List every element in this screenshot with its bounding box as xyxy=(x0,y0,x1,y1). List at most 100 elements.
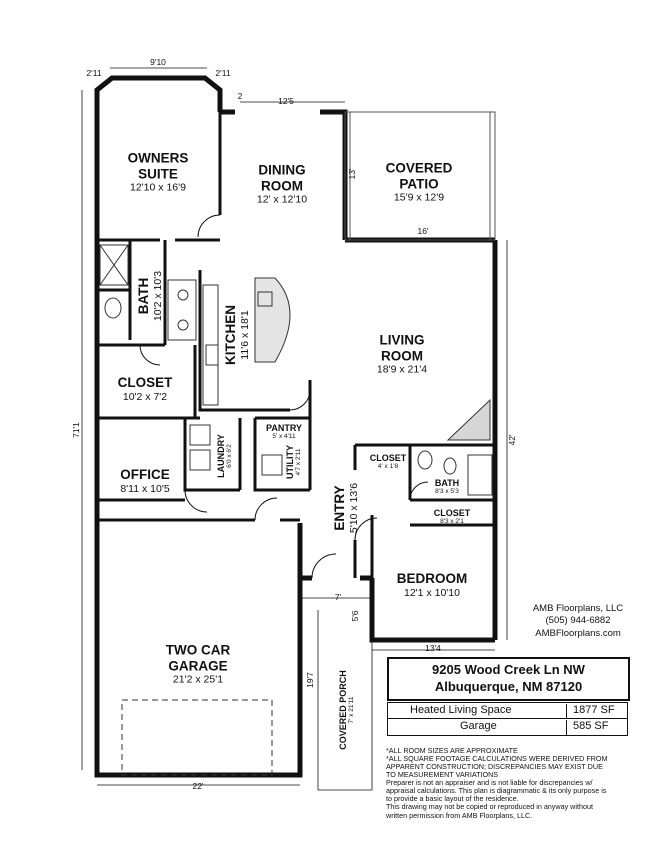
dim-overall-left: 71'1 xyxy=(71,422,81,438)
company-website: AMBFloorplans.com xyxy=(535,627,621,639)
room-name: ROOM xyxy=(260,177,303,193)
room-size: 8'3 x 5'3 xyxy=(435,488,459,496)
room-name: BATH xyxy=(136,277,152,315)
room-garage: TWO CAR GARAGE 21'2 x 25'1 xyxy=(166,642,231,685)
note-line: written permission from AMB Floorplans, … xyxy=(386,810,533,820)
room-closet-small: CLOSET 4' x 1'8 xyxy=(370,453,407,471)
room-name: OFFICE xyxy=(120,467,170,483)
room-entry: ENTRY 5'10 x 13'6 xyxy=(332,483,360,533)
room-size: 12'1 x 10'10 xyxy=(404,586,460,599)
dimension-lines xyxy=(81,67,508,791)
room-name: ENTRY xyxy=(332,485,348,531)
room-name: OWNERS xyxy=(127,150,189,166)
dim-bedroom-width: 13'4 xyxy=(425,643,441,653)
room-name: CLOSET xyxy=(369,453,407,464)
company-name: AMB Floorplans, LLC xyxy=(532,603,624,614)
room-name: COVERED PORCH xyxy=(338,670,349,750)
room-size: 12'10 x 16'9 xyxy=(130,181,186,194)
dim-garage-width: 22' xyxy=(192,781,204,791)
disclaimer-notes: *ALL ROOM SIZES ARE APPROXIMATE *ALL SQU… xyxy=(386,746,636,820)
area-label: Garage xyxy=(460,720,497,732)
room-size: 5' x 4'11 xyxy=(272,433,296,441)
room-laundry: LAUNDRY 6'0 x 6'2 xyxy=(216,434,234,478)
note-line: Preparer is not an appraiser and is not … xyxy=(386,778,593,788)
room-owners-suite: OWNERS SUITE 12'10 x 16'9 xyxy=(128,150,189,193)
dim-bay-left: 2'11 xyxy=(86,68,102,78)
note-line: to provide a basic layout of the residen… xyxy=(386,794,519,804)
dim-porch-depth: 19'7 xyxy=(305,672,315,688)
dim-top-bay: 9'10 xyxy=(150,57,166,67)
room-name: LIVING xyxy=(379,332,425,348)
room-bath-2: BATH 8'3 x 5'3 xyxy=(435,478,459,496)
room-bedroom: BEDROOM 12'1 x 10'10 xyxy=(397,571,468,599)
door-swings xyxy=(139,214,429,579)
room-size: 7' x 21'11 xyxy=(348,696,356,724)
dim-right-42: 42' xyxy=(507,434,517,446)
room-closet-bedroom: CLOSET 8'3 x 2'1 xyxy=(434,508,471,526)
room-name: BEDROOM xyxy=(396,571,468,587)
room-size: 10'2 x 10'3 xyxy=(151,270,164,322)
note-line: TO MEASUREMENT VARIATIONS xyxy=(386,770,499,780)
room-size: 15'9 x 12'9 xyxy=(393,191,445,204)
room-size: 4' x 1'8 xyxy=(377,463,399,471)
note-line: This drawing may not be copied or reprod… xyxy=(386,802,593,812)
room-size: 11'6 x 18'1 xyxy=(238,310,251,360)
dim-patio-width: 16' xyxy=(417,226,429,236)
room-size: 18'9 x 21'4 xyxy=(376,363,428,376)
room-name: LAUNDRY xyxy=(216,434,227,478)
room-name: CLOSET xyxy=(117,375,173,391)
room-living-room: LIVING ROOM 18'9 x 21'4 xyxy=(377,332,427,375)
area-value: 1877 SF xyxy=(566,704,615,719)
dim-porch-5-6: 5'6 xyxy=(350,610,360,622)
address-line-2: Albuquerque, NM 87120 xyxy=(434,679,583,694)
room-name: CLOSET xyxy=(433,508,471,519)
dim-dining-width: 12'5 xyxy=(278,96,294,106)
room-covered-patio: COVERED PATIO 15'9 x 12'9 xyxy=(386,160,453,203)
room-name: DINING xyxy=(258,162,306,178)
fixtures xyxy=(99,244,493,776)
room-kitchen: KITCHEN 11'6 x 18'1 xyxy=(223,305,251,365)
room-size: 6'0 x 6'2 xyxy=(226,444,234,468)
room-utility: UTILITY 4'7 x 2'11 xyxy=(285,445,303,479)
address-block: 9205 Wood Creek Ln NW Albuquerque, NM 87… xyxy=(387,657,630,701)
room-office: OFFICE 8'11 x 10'5 xyxy=(120,467,170,495)
patio-outline xyxy=(344,111,496,241)
room-size: 8'3 x 2'1 xyxy=(440,518,464,526)
room-name: UTILITY xyxy=(285,445,296,479)
room-name: PANTRY xyxy=(266,423,302,434)
room-closet-owner: CLOSET 10'2 x 7'2 xyxy=(118,375,173,403)
room-size: 4'7 x 2'11 xyxy=(295,448,303,476)
company-credits: AMB Floorplans, LLC (505) 944-6882 AMBFl… xyxy=(518,603,638,640)
room-size: 5'10 x 13'6 xyxy=(347,482,360,534)
room-name: BATH xyxy=(434,478,460,489)
company-phone: (505) 944-6882 xyxy=(545,615,611,627)
room-size: 10'2 x 7'2 xyxy=(122,390,168,403)
note-line: *ALL ROOM SIZES ARE APPROXIMATE xyxy=(386,746,518,755)
room-dining-room: DINING ROOM 12' x 12'10 xyxy=(257,162,307,205)
room-name: COVERED xyxy=(385,160,453,176)
area-table: Heated Living Space 1877 SF Garage 585 S… xyxy=(387,702,628,736)
area-value: 585 SF xyxy=(566,720,608,735)
area-row-heated: Heated Living Space 1877 SF xyxy=(388,703,627,719)
room-size: 8'11 x 10'5 xyxy=(120,482,170,495)
room-name: KITCHEN xyxy=(223,305,239,365)
room-name: TWO CAR xyxy=(165,642,231,658)
address-line-1: 9205 Wood Creek Ln NW xyxy=(432,662,585,677)
dim-porch-7: 7' xyxy=(334,592,342,602)
area-label: Heated Living Space xyxy=(410,704,512,716)
room-covered-porch: COVERED PORCH 7' x 21'11 xyxy=(338,670,356,750)
room-name: SUITE xyxy=(138,165,178,181)
room-name: ROOM xyxy=(380,347,423,363)
note-line: *ALL SQUARE FOOTAGE CALCULATIONS WERE DE… xyxy=(386,754,608,764)
area-row-garage: Garage 585 SF xyxy=(388,719,627,735)
note-line: APPARENT CONSTRUCTION; DISCREPANCIES MAY… xyxy=(386,762,603,772)
dim-bay-right: 2'11 xyxy=(215,68,231,78)
dim-small-2: 2 xyxy=(237,91,243,101)
room-size: 12' x 12'10 xyxy=(256,193,308,206)
room-owners-bath: BATH 10'2 x 10'3 xyxy=(136,271,164,321)
room-name: PATIO xyxy=(399,175,439,191)
note-line: appraisal calculations. This plan is dia… xyxy=(386,786,607,796)
dim-patio-depth: 13' xyxy=(347,168,357,180)
room-name: GARAGE xyxy=(168,657,228,673)
